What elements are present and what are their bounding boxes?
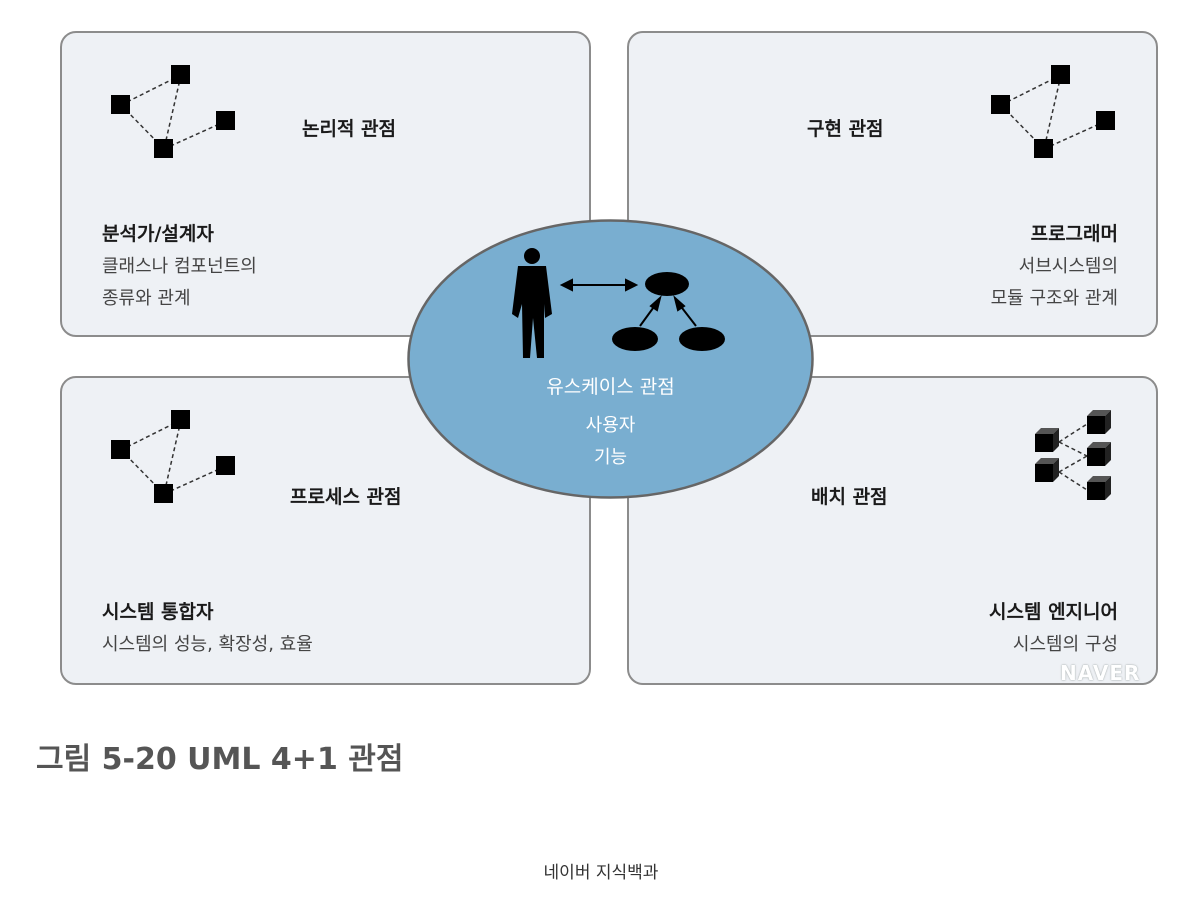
cube bbox=[1087, 476, 1111, 500]
desc-line: 클래스나 컴포넌트의 bbox=[102, 256, 257, 277]
node-graph-icon bbox=[991, 65, 1115, 158]
uml-4plus1-diagram: 논리적 관점 분석가/설계자 클래스나 컴포넌트의 종류와 관계 구현 관점 프… bbox=[60, 31, 1158, 685]
desc-line: 기능 bbox=[593, 447, 628, 468]
panel-title: 논리적 관점 bbox=[302, 118, 397, 140]
panel-role: 시스템 통합자 bbox=[102, 601, 214, 623]
cubes-icon bbox=[1035, 410, 1111, 500]
cube bbox=[1087, 410, 1111, 434]
use-case-view: 유스케이스 관점 사용자 기능 bbox=[406, 218, 815, 500]
panel-role: 분석가/설계자 bbox=[102, 223, 214, 245]
desc-line: 시스템의 성능, 확장성, 효율 bbox=[102, 634, 313, 655]
node-graph-icon bbox=[111, 410, 235, 503]
panel-description: 시스템의 성능, 확장성, 효율 bbox=[102, 629, 313, 661]
panel-description: 클래스나 컴포넌트의 종류와 관계 bbox=[102, 251, 257, 315]
cube bbox=[1035, 458, 1059, 482]
panel-description: 서브시스템의 모듈 구조와 관계 bbox=[991, 251, 1118, 315]
actor-icon bbox=[512, 248, 552, 358]
naver-watermark: NAVER bbox=[1060, 661, 1141, 685]
desc-line: 종류와 관계 bbox=[102, 288, 191, 309]
panel-logical-view: 논리적 관점 분석가/설계자 클래스나 컴포넌트의 종류와 관계 bbox=[60, 31, 591, 337]
use-case-title: 유스케이스 관점 bbox=[546, 376, 675, 398]
panel-process-view: 프로세스 관점 시스템 통합자 시스템의 성능, 확장성, 효율 bbox=[60, 376, 591, 685]
panel-title: 프로세스 관점 bbox=[290, 486, 402, 508]
use-case-ellipse bbox=[407, 219, 814, 499]
double-arrow-icon bbox=[559, 278, 639, 292]
node-graph-icon bbox=[111, 65, 235, 158]
panel-title: 구현 관점 bbox=[807, 118, 884, 140]
cube bbox=[1035, 428, 1059, 452]
desc-line: 서브시스템의 bbox=[1018, 256, 1118, 277]
panel-description: 시스템의 구성 bbox=[1013, 629, 1118, 661]
panel-role: 시스템 엔지니어 bbox=[989, 601, 1118, 623]
desc-line: 모듈 구조와 관계 bbox=[990, 288, 1118, 309]
cube bbox=[1087, 442, 1111, 466]
desc-line: 시스템의 구성 bbox=[1012, 634, 1118, 655]
panel-title: 배치 관점 bbox=[811, 486, 888, 508]
source-label: 네이버 지식백과 bbox=[543, 863, 659, 883]
use-case-graph-icon bbox=[612, 272, 725, 351]
use-case-description: 사용자 기능 bbox=[406, 410, 815, 474]
desc-line: 사용자 bbox=[585, 415, 636, 436]
figure-caption: 그림 5-20 UML 4+1 관점 bbox=[36, 742, 404, 777]
panel-role: 프로그래머 bbox=[1030, 223, 1118, 245]
